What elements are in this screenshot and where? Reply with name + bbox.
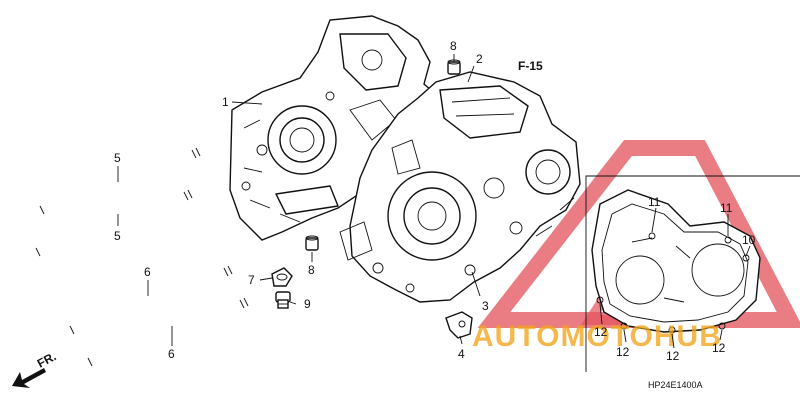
callout-5-upper: 5	[114, 151, 121, 165]
stud-bolt-5-upper	[32, 146, 206, 215]
gasket-inset	[585, 175, 800, 372]
callout-2: 2	[476, 52, 483, 66]
drawing-code: HP24E1400A	[648, 380, 703, 390]
callout-10: 10	[742, 233, 756, 247]
callout-9: 9	[304, 297, 311, 311]
stud-bolt-5-lower	[28, 188, 198, 257]
callout-3: 3	[482, 299, 489, 313]
bolt-part-9	[275, 291, 291, 309]
callout-7: 7	[248, 273, 255, 287]
left-crankcase	[229, 15, 441, 241]
callout-5-lower: 5	[114, 229, 121, 243]
front-direction-arrow: FR.	[12, 349, 58, 388]
callout-8-upper: 8	[450, 39, 457, 53]
watermark-text: AUTOMOTOHUB	[472, 320, 722, 353]
callout-6-upper: 6	[144, 265, 151, 279]
washer-part-7	[271, 267, 293, 287]
right-crankcase	[339, 71, 581, 303]
callout-12-a: 12	[594, 325, 608, 339]
section-ref-label: F-15	[518, 59, 543, 73]
dowel-pin-upper	[447, 59, 461, 75]
stud-bolt-6-lower	[80, 296, 254, 367]
callout-11-left: 11	[648, 195, 661, 209]
inset-callouts: 11 11 10 12 12 12 12	[594, 195, 756, 363]
callout-6-lower: 6	[168, 347, 175, 361]
leader-lines	[117, 54, 481, 346]
clip-part-4	[445, 311, 473, 339]
callout-12-b: 12	[616, 345, 630, 359]
callout-12-c: 12	[666, 349, 680, 363]
callout-4: 4	[458, 347, 465, 361]
callout-labels: 1 2 3 4 5 5 6 6 7 8 8 9 F-15	[114, 39, 543, 361]
callout-11-right: 11	[720, 201, 733, 215]
callout-12-d: 12	[712, 341, 726, 355]
stud-bolt-6-upper	[62, 264, 238, 335]
direction-label: FR.	[35, 349, 59, 370]
callout-1: 1	[222, 95, 229, 109]
watermark-brand: AUTOMOTOHUB	[472, 320, 722, 353]
dowel-pin-lower	[305, 235, 319, 251]
callout-8-lower: 8	[308, 263, 315, 277]
